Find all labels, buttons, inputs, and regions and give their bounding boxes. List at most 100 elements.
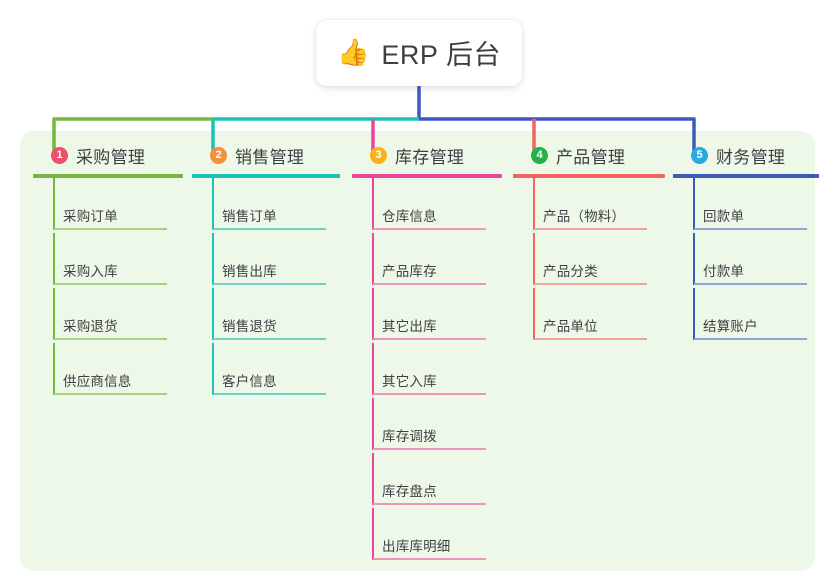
- item-label: 其它出库: [382, 319, 437, 334]
- branch-header-1[interactable]: 1 采购管理: [33, 141, 183, 169]
- list-item[interactable]: 供应商信息: [33, 343, 183, 398]
- item-underline: [373, 228, 486, 230]
- branch-items-4: 产品（物料） 产品分类产品单位: [513, 178, 665, 343]
- list-item[interactable]: 其它出库: [352, 288, 502, 343]
- item-underline: [213, 393, 326, 395]
- item-connector: [693, 233, 695, 285]
- thumbs-up-icon: 👍: [337, 37, 370, 67]
- list-item[interactable]: 销售退货: [192, 288, 340, 343]
- branch-underline-4: [513, 174, 665, 178]
- item-label: 产品库存: [382, 264, 437, 279]
- item-underline: [534, 283, 647, 285]
- branch-badge-1: 1: [51, 146, 68, 164]
- list-item[interactable]: 产品（物料）: [513, 178, 665, 233]
- item-connector: [693, 178, 695, 230]
- branch-underline-5: [673, 174, 819, 178]
- item-connector: [53, 288, 55, 340]
- list-item[interactable]: 销售订单: [192, 178, 340, 233]
- item-underline: [373, 338, 486, 340]
- item-label: 客户信息: [222, 374, 277, 389]
- item-connector: [372, 233, 374, 285]
- item-connector: [372, 178, 374, 230]
- item-connector: [533, 288, 535, 340]
- item-underline: [213, 228, 326, 230]
- branch-title-1: 采购管理: [76, 147, 146, 167]
- item-connector: [212, 343, 214, 395]
- item-label: 结算账户: [703, 319, 758, 334]
- item-label: 付款单: [703, 264, 745, 279]
- item-label: 采购入库: [63, 264, 118, 279]
- list-item[interactable]: 客户信息: [192, 343, 340, 398]
- branch-items-5: 回款单付款单结算账户: [673, 178, 819, 343]
- item-label: 库存盘点: [382, 484, 437, 499]
- branch-underline-2: [192, 174, 340, 178]
- item-label: 仓库信息: [382, 209, 437, 224]
- branch-header-5[interactable]: 5 财务管理: [673, 141, 819, 169]
- list-item[interactable]: 库存盘点: [352, 453, 502, 508]
- branch-badge-5: 5: [691, 146, 708, 164]
- list-item[interactable]: 销售出库: [192, 233, 340, 288]
- list-item[interactable]: 产品单位: [513, 288, 665, 343]
- item-underline: [373, 283, 486, 285]
- item-label: 采购退货: [63, 319, 118, 334]
- list-item[interactable]: 采购退货: [33, 288, 183, 343]
- list-item[interactable]: 采购入库: [33, 233, 183, 288]
- item-underline: [373, 393, 486, 395]
- item-connector: [533, 233, 535, 285]
- list-item[interactable]: 产品库存: [352, 233, 502, 288]
- branch-items-3: 仓库信息产品库存其它出库其它入库库存调拨库存盘点出库库明细: [352, 178, 502, 563]
- branch-title-2: 销售管理: [235, 147, 305, 167]
- list-item[interactable]: 结算账户: [673, 288, 819, 343]
- item-label: 采购订单: [63, 209, 118, 224]
- item-connector: [372, 508, 374, 560]
- root-title: ERP 后台: [381, 39, 501, 70]
- branch-badge-4: 4: [531, 146, 548, 164]
- item-label: 供应商信息: [63, 374, 132, 389]
- item-connector: [53, 233, 55, 285]
- item-underline: [534, 228, 647, 230]
- list-item[interactable]: 出库库明细: [352, 508, 502, 563]
- item-connector: [372, 288, 374, 340]
- item-label: 产品分类: [543, 264, 598, 279]
- item-underline: [54, 338, 167, 340]
- branch-header-2[interactable]: 2 销售管理: [192, 141, 340, 169]
- item-underline: [373, 558, 486, 560]
- item-connector: [53, 178, 55, 230]
- item-label: 其它入库: [382, 374, 437, 389]
- item-underline: [694, 283, 807, 285]
- branch-items-2: 销售订单销售出库销售退货客户信息: [192, 178, 340, 398]
- item-connector: [693, 288, 695, 340]
- item-label: 回款单: [703, 209, 745, 224]
- branch-underline-1: [33, 174, 183, 178]
- list-item[interactable]: 采购订单: [33, 178, 183, 233]
- list-item[interactable]: 其它入库: [352, 343, 502, 398]
- list-item[interactable]: 产品分类: [513, 233, 665, 288]
- branch-title-5: 财务管理: [716, 147, 786, 167]
- item-underline: [54, 283, 167, 285]
- branches-panel: [20, 131, 815, 571]
- item-label: 销售出库: [222, 264, 277, 279]
- list-item[interactable]: 仓库信息: [352, 178, 502, 233]
- branch-badge-3: 3: [370, 146, 387, 164]
- item-connector: [533, 178, 535, 230]
- list-item[interactable]: 回款单: [673, 178, 819, 233]
- branch-badge-2: 2: [210, 146, 227, 164]
- item-label: 库存调拨: [382, 429, 437, 444]
- item-connector: [212, 178, 214, 230]
- item-connector: [372, 398, 374, 450]
- list-item[interactable]: 付款单: [673, 233, 819, 288]
- list-item[interactable]: 库存调拨: [352, 398, 502, 453]
- root-node[interactable]: 👍 ERP 后台: [316, 20, 522, 86]
- item-connector: [212, 288, 214, 340]
- item-connector: [212, 233, 214, 285]
- branch-items-1: 采购订单采购入库采购退货供应商信息: [33, 178, 183, 398]
- item-label: 出库库明细: [382, 539, 451, 554]
- item-connector: [372, 343, 374, 395]
- item-connector: [372, 453, 374, 505]
- item-underline: [213, 283, 326, 285]
- branch-column-2: 2 销售管理销售订单销售出库销售退货客户信息: [192, 141, 340, 398]
